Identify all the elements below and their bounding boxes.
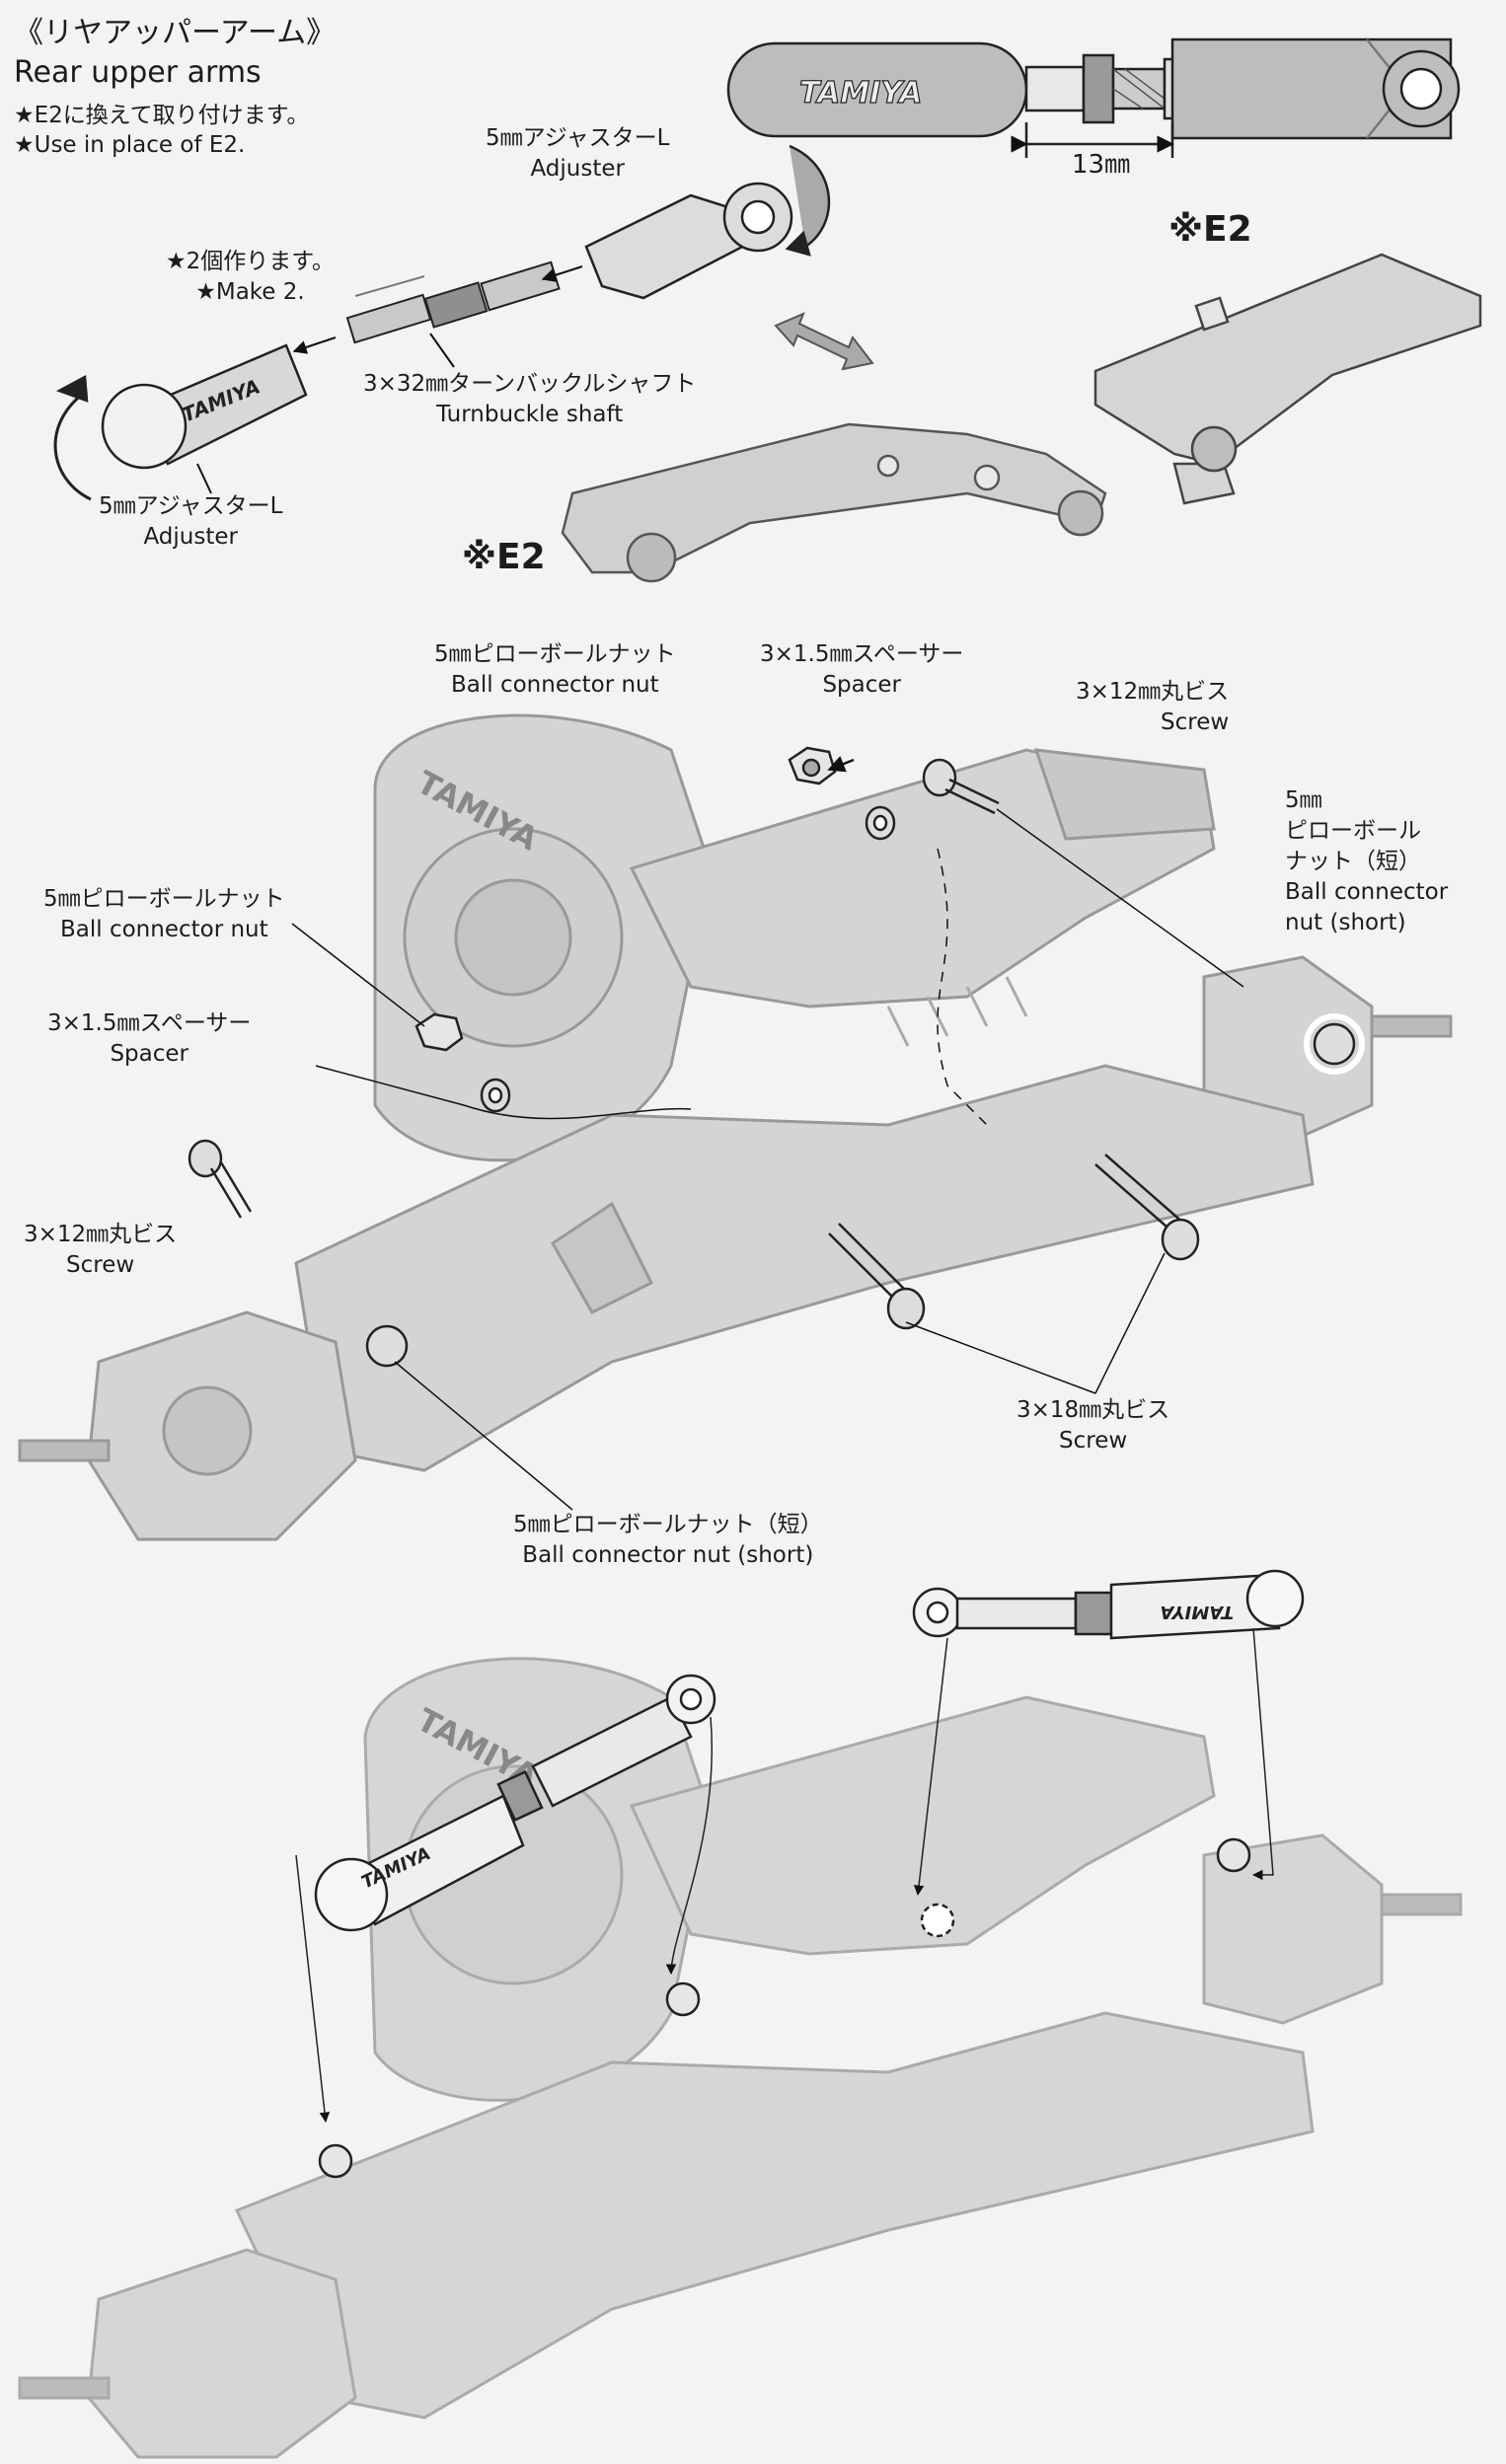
- turnbuckle-shaft: [292, 261, 583, 368]
- turnbuckle-detail: [726, 37, 1461, 158]
- step2-fasteners: [188, 746, 1365, 1511]
- e2-part-right: [1093, 253, 1482, 505]
- adjuster-bottom: [53, 343, 308, 501]
- section-title-jp: 《リヤアッパーアーム》: [14, 16, 337, 50]
- swap-arrow: [774, 312, 874, 371]
- adjuster-top: [584, 144, 831, 300]
- e2-part-left: [561, 422, 1107, 583]
- note-jp: ★E2に換えて取り付けます。: [14, 103, 310, 128]
- section-title-en: Rear upper arms: [14, 55, 262, 90]
- ball-nut-short-bottom-label: 5㎜ピローボールナット（短）Ball connector nut (short): [513, 1512, 823, 1568]
- step3-turnbuckles: [295, 1569, 1305, 2179]
- brand-tamiya-detail: TAMIYA: [799, 76, 922, 111]
- step3-assembly: [18, 1657, 1463, 2459]
- ref-e2-right: ※E2: [1168, 209, 1252, 250]
- brand-tamiya-step3-right: TAMIYA: [1160, 1602, 1234, 1622]
- note-en: ★Use in place of E2.: [14, 132, 246, 158]
- step2-assembly: [18, 713, 1453, 1541]
- make-two-note: ★2個作ります。★Make 2.: [166, 249, 335, 305]
- ref-e2-left: ※E2: [462, 537, 546, 577]
- ball-nut-short-right-label: 5㎜ ピローボール ナット（短） Ball connector nut (sho…: [1285, 787, 1449, 935]
- dimension-label: 13㎜: [1072, 150, 1131, 180]
